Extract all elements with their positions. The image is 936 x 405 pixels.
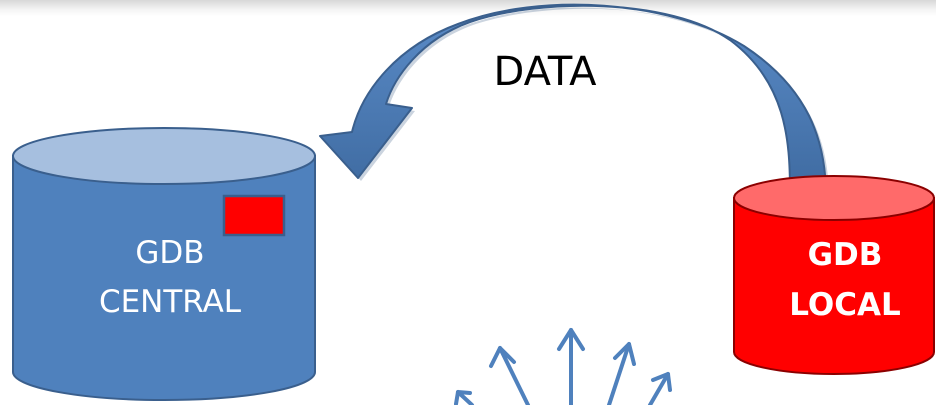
local-db-label-line2: LOCAL bbox=[789, 287, 901, 323]
arrow-label: DATA bbox=[493, 49, 597, 95]
central-database bbox=[12, 127, 316, 401]
radiating-arrows bbox=[454, 328, 672, 405]
local-db-label-line1: GDB bbox=[807, 237, 883, 273]
local-copy-indicator bbox=[222, 194, 286, 237]
central-db-label-line2: CENTRAL bbox=[98, 284, 242, 320]
radiating-arrow-5 bbox=[648, 372, 672, 405]
central-db-label-line1: GDB bbox=[135, 235, 205, 271]
radiating-arrow-1 bbox=[454, 390, 474, 405]
local-database bbox=[733, 175, 935, 375]
radiating-arrow-4 bbox=[607, 342, 636, 405]
central-database-body bbox=[12, 155, 316, 401]
local-database-body bbox=[733, 197, 935, 375]
radiating-arrow-3 bbox=[557, 328, 585, 405]
radiating-arrow-2 bbox=[489, 346, 530, 405]
local-database-top bbox=[733, 175, 935, 221]
data-flow-arrow bbox=[319, 3, 829, 199]
data-flow-arrow-shadow bbox=[323, 7, 829, 199]
top-bar bbox=[0, 0, 936, 16]
data-flow-arrow-body bbox=[319, 3, 827, 197]
central-database-top bbox=[12, 127, 316, 185]
